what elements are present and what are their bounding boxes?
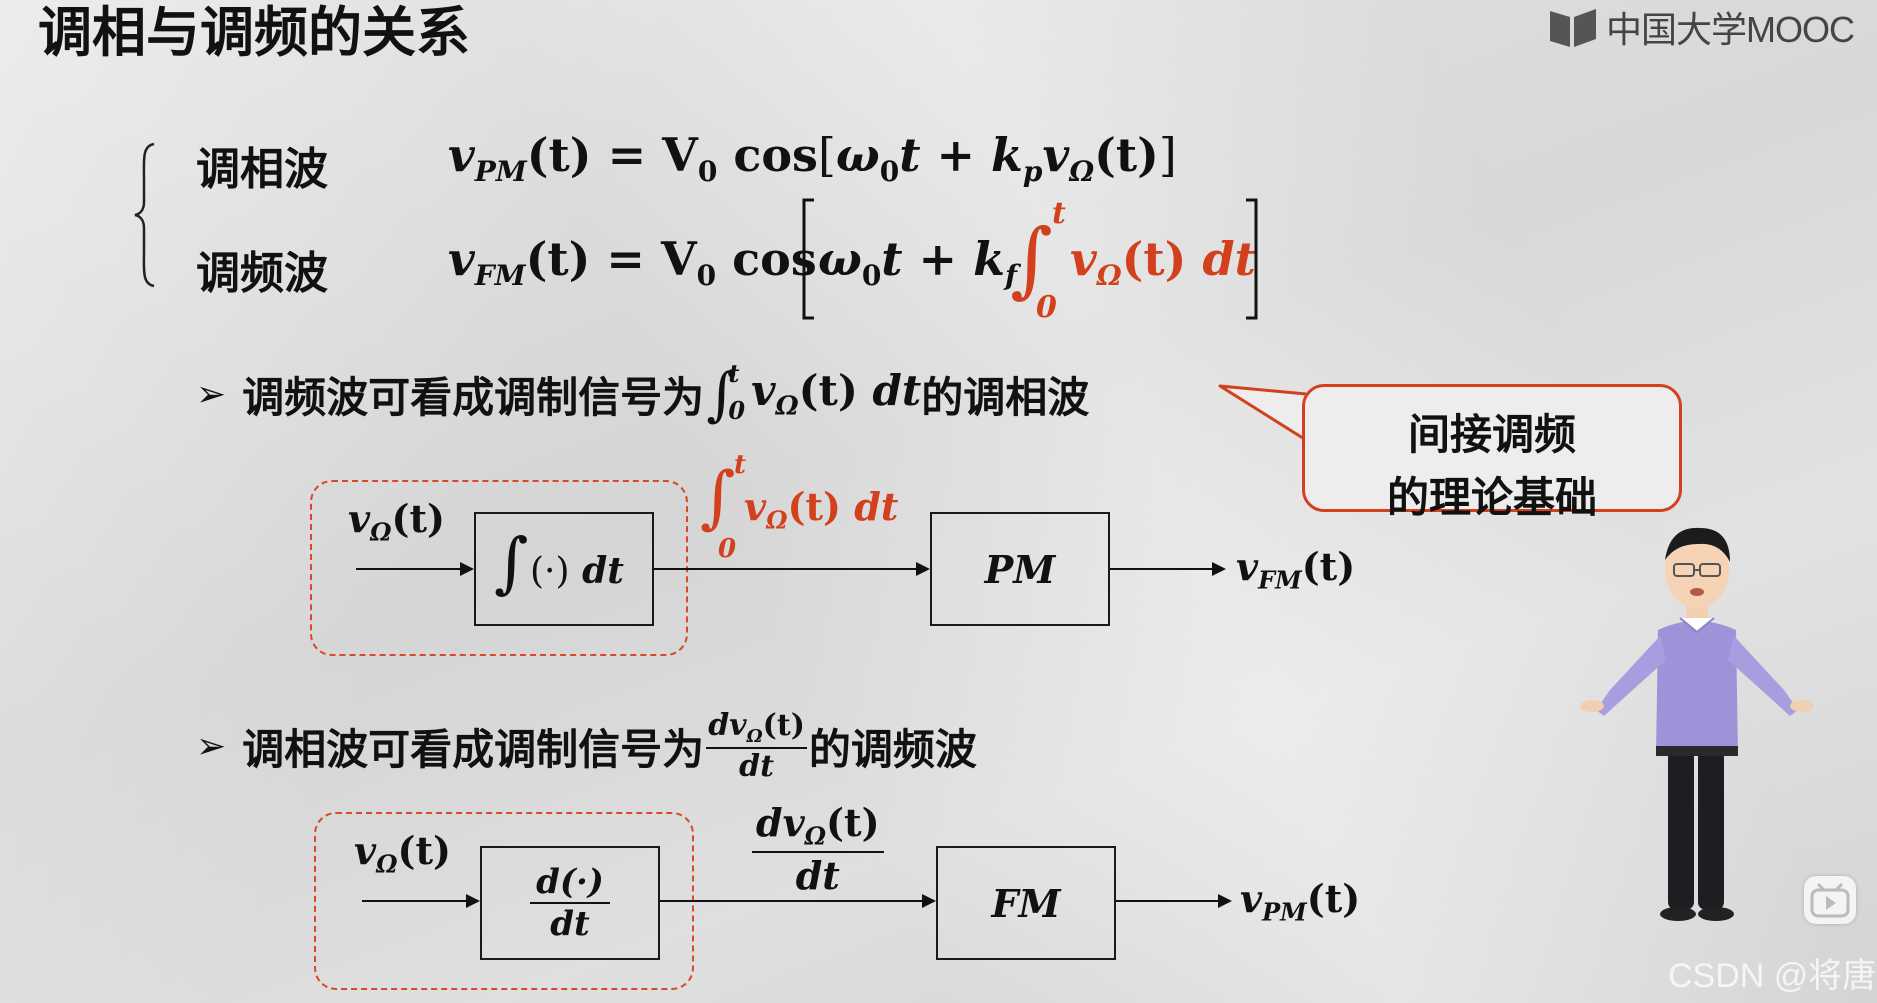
integral-icon: ∫ xyxy=(494,524,528,601)
fm-integrand: vΩ(t) dt xyxy=(1070,232,1256,292)
fm-integral-lower: 0 xyxy=(1036,290,1057,325)
diagram1-mid-lower: 0 xyxy=(718,534,736,564)
fm-integral-upper: t xyxy=(1052,196,1066,231)
diagram2-input-label: vΩ(t) xyxy=(354,828,451,879)
diagram1-mid-arrow xyxy=(654,568,928,570)
pm-equation: vPM(t) = V0 cos[ω0t + kpvΩ(t)] xyxy=(448,128,1177,188)
mooc-book-icon xyxy=(1548,5,1600,49)
diagram2-output-arrow xyxy=(1116,900,1230,902)
callout-line-1: 间接调频 xyxy=(1305,401,1679,462)
fm-equation: vFM(t) = V0 cos xyxy=(448,232,817,292)
callout-box: 间接调频 的理论基础 xyxy=(1302,384,1682,512)
callout-line-2: 的理论基础 xyxy=(1305,464,1679,525)
fm-bracket-left xyxy=(800,198,816,320)
integrator-block: ∫ (·) dt xyxy=(474,512,654,626)
watermark: CSDN @将唐 xyxy=(1668,948,1876,997)
diagram1-mid-upper: t xyxy=(734,450,746,480)
diagram1-input-arrow xyxy=(356,568,472,570)
fm-block: FM xyxy=(936,846,1116,960)
diagram1-mid-label: vΩ(t) dt xyxy=(744,484,898,535)
left-brace xyxy=(132,140,158,290)
bullet-arrow-icon: ➢ xyxy=(196,726,226,767)
differentiator-block: d(·) dt xyxy=(480,846,660,960)
callout-pointer xyxy=(1216,380,1316,460)
video-play-icon[interactable] xyxy=(1804,876,1856,924)
diagram1-output-arrow xyxy=(1110,568,1224,570)
diagram2-mid-label: dvΩ(t) dt xyxy=(752,800,884,898)
diagram2-input-arrow xyxy=(362,900,478,902)
fm-bracket-right xyxy=(1244,198,1260,320)
mooc-logo: 中国大学MOOC xyxy=(1548,4,1854,50)
diagram2-output-label: vPM(t) xyxy=(1240,876,1360,927)
diagram1-mid-integral: ∫ xyxy=(700,458,735,537)
fm-equation-inner: ω0t + kf xyxy=(818,232,1017,292)
diagram1-output-label: vFM(t) xyxy=(1236,544,1355,595)
fm-wave-label: 调频波 xyxy=(196,237,328,301)
pm-block: PM xyxy=(930,512,1110,626)
bullet-arrow-icon: ➢ xyxy=(196,374,226,415)
pm-wave-label: 调相波 xyxy=(196,133,328,197)
page-title: 调相与调频的关系 xyxy=(38,0,470,66)
diagram2-mid-arrow xyxy=(660,900,934,902)
diagram1-input-label: vΩ(t) xyxy=(348,496,445,547)
integrator-label: (·) dt xyxy=(530,550,624,592)
teacher-avatar xyxy=(1570,520,1830,940)
logo-text: 中国大学MOOC xyxy=(1606,1,1854,53)
statement-2: ➢ 调相波可看成调制信号为 dvΩ(t) dt 的调频波 xyxy=(196,708,977,784)
